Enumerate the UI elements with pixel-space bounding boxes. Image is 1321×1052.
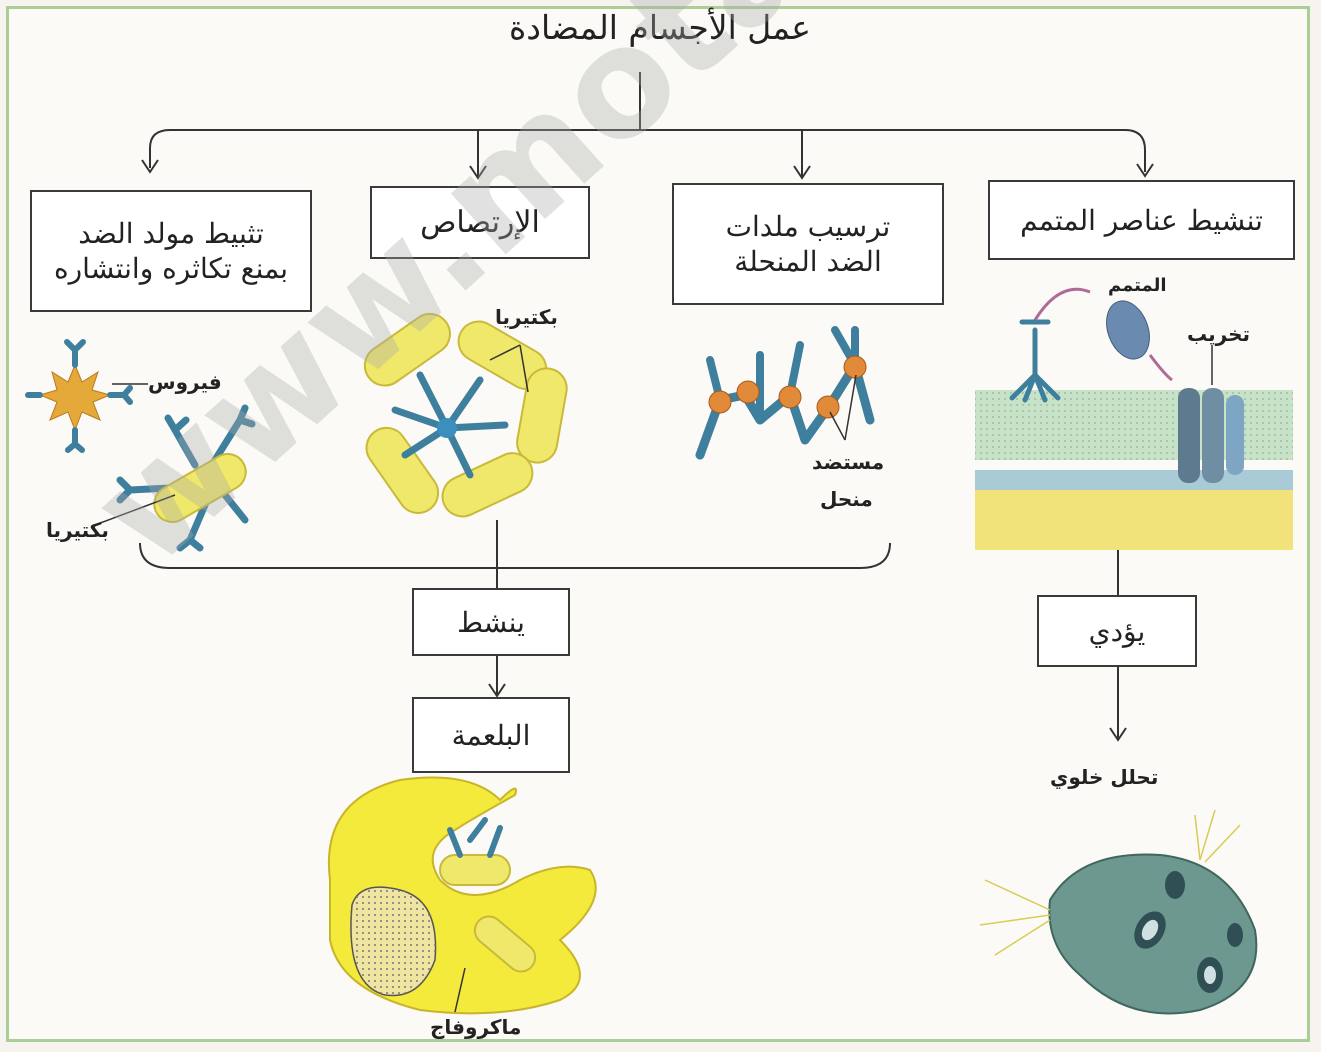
label-soluble-antigen-2: منحل: [820, 487, 873, 511]
membrane-illustration: [975, 287, 1293, 550]
lysed-cell-illustration: [979, 809, 1258, 1015]
box-neutralization: تثبيط مولد الضد بمنع تكاثره وانتشاره: [30, 190, 312, 312]
virus-illustration: [25, 339, 133, 453]
box-precipitation-line2: الضد المنحلة: [734, 245, 882, 278]
agglutination-cluster: [363, 312, 568, 518]
diagram-title: عمل الأجسام المضادة: [508, 8, 811, 47]
label-destruction: تخريب: [1187, 322, 1251, 346]
label-virus: فيروس: [148, 370, 222, 394]
label-cell-lysis: تحلل خلوي: [1050, 765, 1159, 789]
label-bacteria-mid: بكتيريا: [495, 305, 558, 329]
box-complement: تنشيط عناصر المتمم: [988, 180, 1295, 260]
precipitation-lattice: [695, 326, 875, 460]
box-agglutination: الإرتصاص: [370, 186, 590, 259]
branch-bar: [149, 129, 1146, 172]
box-leads-to: يؤدي: [1037, 595, 1197, 667]
label-complement: المتمم: [1108, 275, 1167, 296]
label-soluble-antigen-1: مستضد: [812, 450, 885, 474]
macrophage-illustration: [327, 776, 597, 1015]
box-neutralization-line1: تثبيط مولد الضد: [78, 217, 264, 250]
box-activates: ينشط: [412, 588, 570, 656]
connector-lines: [139, 72, 1146, 738]
bacterium-neutralized: [94, 383, 256, 552]
bracket: [139, 542, 891, 569]
box-phagocytosis: البلعمة: [412, 697, 570, 773]
arrow-heads: [141, 159, 1154, 742]
box-precipitation-line1: ترسيب ملدات: [725, 210, 891, 243]
box-precipitation: ترسيب ملدات الضد المنحلة: [672, 183, 944, 305]
label-bacteria-left: بكتيريا: [46, 518, 109, 542]
label-macrophage: ماكروفاج: [430, 1015, 522, 1039]
box-neutralization-line2: بمنع تكاثره وانتشاره: [53, 252, 289, 285]
